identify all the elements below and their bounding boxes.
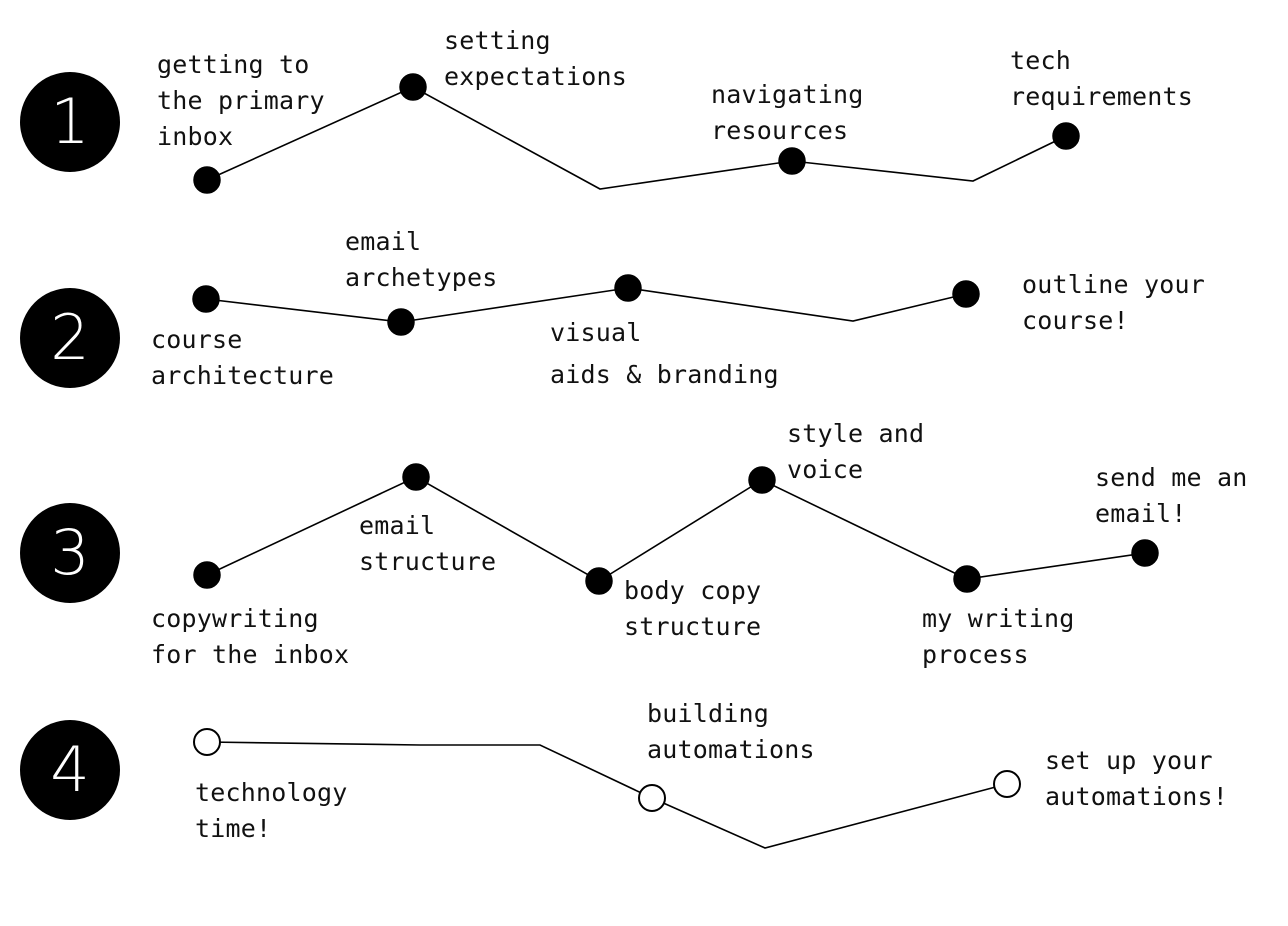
row-3-number-badge: 3 (20, 503, 120, 603)
row-2-milestone-1-dot (192, 285, 220, 313)
row-3-milestone-4-dot (748, 466, 776, 494)
row-3-milestone-2-label: email structure (359, 511, 497, 576)
row-1-milestone-4-label: tech requirements (1010, 46, 1194, 111)
row-3-milestone-1-dot (193, 561, 221, 589)
row-1-milestone-4-dot (1052, 122, 1080, 150)
row-3-milestone-1-label: copywriting for the inbox (151, 604, 350, 669)
row-3-milestone-3-dot (585, 567, 613, 595)
row-1-milestone-2-label: setting expectations (444, 26, 628, 91)
row-2-number-badge: 2 (20, 288, 120, 388)
row-4-milestone-3-dot (993, 770, 1021, 798)
row-1-number-badge: 1 (20, 72, 120, 172)
row-2-milestone-1-label: course architecture (151, 325, 335, 390)
row-2-milestone-2-dot (387, 308, 415, 336)
row-4-number-badge: 4 (20, 720, 120, 820)
row-3-milestone-6-label: send me an email! (1095, 463, 1248, 528)
row-1-milestone-2-dot (399, 73, 427, 101)
row-1-milestone-1-label: getting to the primary inbox (157, 50, 325, 151)
row-3-path (206, 476, 1146, 582)
row-3-milestone-5-dot (953, 565, 981, 593)
row-2-milestone-3-label: visual aids & branding (550, 318, 779, 389)
row-2-milestone-4-label: outline your course! (1022, 270, 1206, 335)
row-3-milestone-3-label: body copy structure (624, 576, 762, 641)
row-3-milestone-4-label: style and voice (787, 419, 925, 484)
row-1-path (206, 86, 1067, 190)
row-1-milestone-3-dot (778, 147, 806, 175)
row-4-milestone-1-dot (193, 728, 221, 756)
row-3-milestone-6-dot (1131, 539, 1159, 567)
row-3-milestone-2-dot (402, 463, 430, 491)
row-2-milestone-2-label: email archetypes (345, 227, 498, 292)
row-3-milestone-5-label: my writing process (922, 604, 1075, 669)
row-4-milestone-3-label: set up your automations! (1045, 746, 1229, 811)
row-2-milestone-3-dot (614, 274, 642, 302)
row-1-milestone-1-dot (193, 166, 221, 194)
row-4-milestone-1-label: technology time! (195, 778, 348, 843)
row-4-milestone-2-dot (638, 784, 666, 812)
row-4-path (206, 741, 1008, 849)
row-1-milestone-3-label: navigating resources (711, 80, 864, 145)
row-2-milestone-4-dot (952, 280, 980, 308)
row-4-milestone-2-label: building automations (647, 699, 815, 764)
